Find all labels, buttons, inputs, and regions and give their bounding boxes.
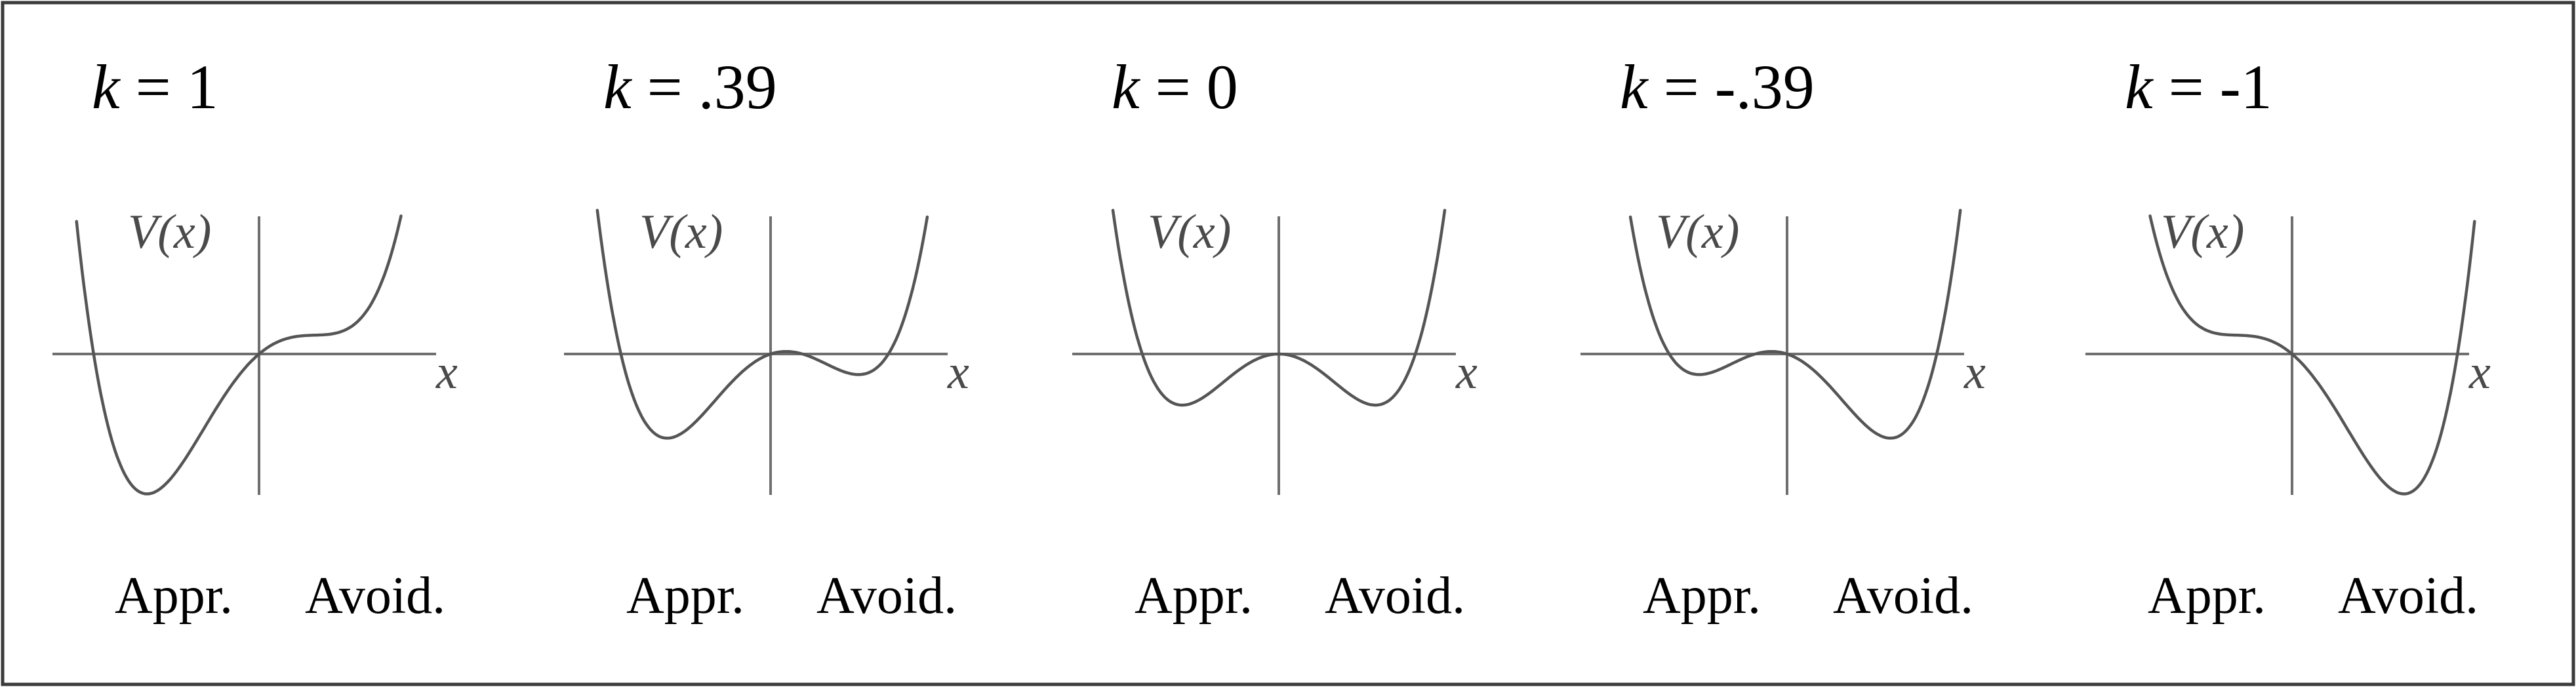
x-axis-label: x [947, 345, 969, 399]
approach-label: Appr. [626, 567, 744, 625]
potential-curve [595, 208, 929, 440]
panel-title-var: k [603, 52, 633, 122]
avoid-label: Avoid. [1325, 567, 1465, 625]
y-axis-label: V(x) [1148, 205, 1231, 259]
avoid-label: Avoid. [1833, 567, 1973, 625]
panel-title-value: = 0 [1140, 52, 1238, 122]
potential-curve [75, 214, 403, 496]
potential-curve [1628, 208, 1962, 440]
avoid-label: Avoid. [816, 567, 957, 625]
panel-title: k = .39 [603, 52, 777, 122]
panel-title-var: k [1620, 52, 1649, 122]
panel-title-value: = -1 [2153, 52, 2272, 122]
panel-title: k = 0 [1112, 52, 1238, 122]
panel-title-var: k [2125, 52, 2154, 122]
y-axis-label: V(x) [128, 205, 211, 259]
x-axis-label: x [2468, 345, 2491, 399]
approach-label: Appr. [2148, 567, 2266, 625]
panel-title-value: = -.39 [1648, 52, 1815, 122]
approach-label: Appr. [115, 567, 233, 625]
y-axis-label: V(x) [1656, 205, 1739, 259]
y-axis-label: V(x) [2161, 205, 2244, 259]
panel-title-value: = 1 [120, 52, 218, 122]
potential-curve [2148, 214, 2476, 496]
y-axis-label: V(x) [639, 205, 723, 259]
panel-title-var: k [92, 52, 121, 122]
avoid-label: Avoid. [305, 567, 445, 625]
x-axis-label: x [435, 345, 458, 399]
panel-title-var: k [1112, 52, 1141, 122]
approach-label: Appr. [1643, 567, 1761, 625]
panel-title: k = -1 [2125, 52, 2272, 122]
panel-title-value: = .39 [632, 52, 777, 122]
approach-label: Appr. [1135, 567, 1253, 625]
x-axis-label: x [1455, 345, 1478, 399]
panel-title: k = 1 [92, 52, 218, 122]
x-axis-label: x [1963, 345, 1986, 399]
panel-title: k = -.39 [1620, 52, 1815, 122]
potential-curve [1111, 208, 1447, 407]
avoid-label: Avoid. [2338, 567, 2478, 625]
